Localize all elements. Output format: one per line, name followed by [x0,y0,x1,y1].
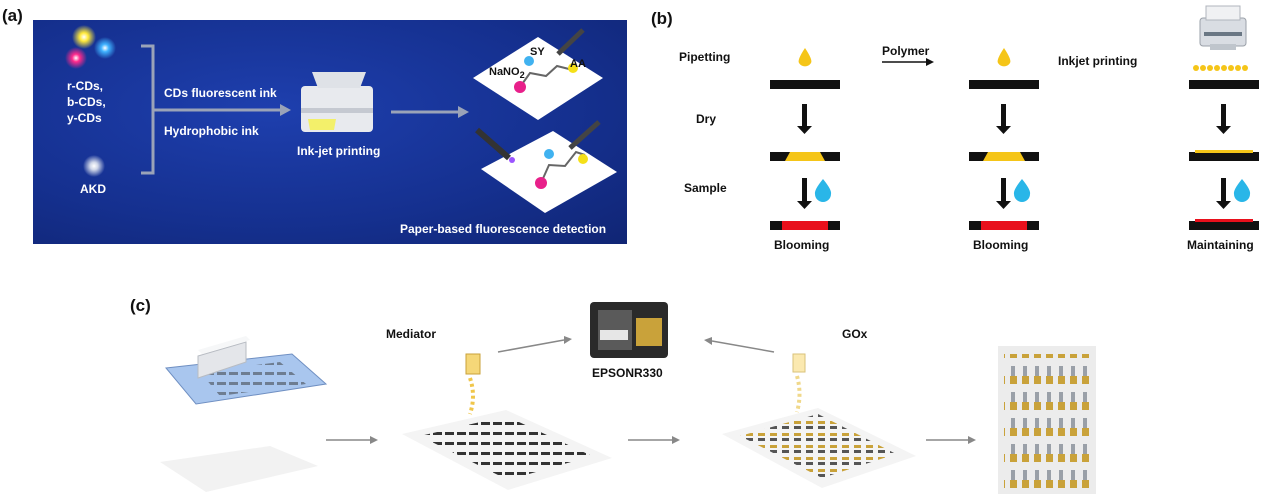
column-polymer [969,48,1039,230]
screen-print-stage [165,336,328,405]
to-printer-arrow-icon [564,336,572,344]
mediator-label: Mediator [386,327,437,341]
printer-model-label: EPSONR330 [592,366,663,380]
result-label-3: Maintaining [1187,238,1254,252]
blue-cd-glow-icon [94,37,116,59]
printer-caption: Ink-jet printing [297,144,381,158]
arrow-to-printer-icon [280,104,291,116]
cds-label-y: y-CDs [67,111,102,125]
down-arrow-icon [996,126,1011,134]
row-label-dry: Dry [696,112,717,126]
mediator-ink-cartridge-icon [465,353,481,375]
cds-label-r: r-CDs, [67,79,104,93]
stage-arrow-icon [370,436,378,444]
gox-printed-sheet [722,353,916,488]
arrow-to-paper-icon [458,106,469,118]
analyte-sy: SY [530,46,545,58]
stage-arrow-icon [672,436,680,444]
blank-paper-sheet [160,446,318,492]
ink-droplets-row [1193,65,1248,71]
water-drop-icon [1013,179,1031,202]
gox-label: GOx [842,327,868,341]
water-drop-icon [1233,179,1251,202]
down-arrow-icon [797,126,812,134]
cds-label-b: b-CDs, [67,95,106,109]
polymer-arrow-icon [926,58,934,66]
yellow-drop-icon [798,48,812,67]
analyte-aa: AA [570,58,586,70]
column-pipetting [770,48,840,230]
from-gox-arrow-icon [704,337,712,345]
down-arrow-icon [1216,126,1231,134]
gox-ink-cartridge-icon [792,353,806,373]
row-label-pipetting: Pipetting [679,50,731,64]
down-arrow-icon [996,201,1011,209]
stage-arrow-icon [968,436,976,444]
yellow-drop-icon [997,48,1011,67]
result-label-1: Blooming [774,238,830,252]
panel-c-label: (c) [130,296,151,315]
mediator-printed-sheet [402,353,612,490]
polymer-label: Polymer [882,44,930,58]
analyte-nano2-text: NaNO [489,66,520,78]
epson-printhead-icon [590,302,668,358]
final-electrode-array [998,346,1096,494]
down-arrow-icon [1216,201,1231,209]
paper-device-top [473,28,603,120]
analyte-nano2-subscript: 2 [519,70,525,81]
hydrophobic-ink-label: Hydrophobic ink [164,124,259,138]
fluorescent-ink-label: CDs fluorescent ink [164,86,277,100]
panel-a-label: (a) [2,6,23,25]
analyte-nano2: NaNO2 [489,66,525,80]
desktop-printer-icon [1199,5,1247,50]
yellow-cd-glow-icon [72,25,96,49]
printer-icon [301,72,373,132]
panel-a-background: r-CDs, b-CDs, y-CDs AKD CDs fluorescent … [33,20,627,244]
water-drop-icon [814,179,832,202]
panel-a-caption: Paper-based fluorescence detection [400,222,607,236]
down-arrow-icon [797,201,812,209]
panel-b-label: (b) [651,9,673,28]
column-inkjet [1189,5,1259,230]
red-cd-glow-icon [65,47,87,69]
akd-label: AKD [80,182,106,196]
row-label-sample: Sample [684,181,727,195]
panel-a-graphics [65,25,617,213]
inkjet-printing-label: Inkjet printing [1058,54,1138,68]
akd-glow-icon [83,155,105,177]
paper-device-bottom [475,120,617,213]
result-label-2: Blooming [973,238,1029,252]
